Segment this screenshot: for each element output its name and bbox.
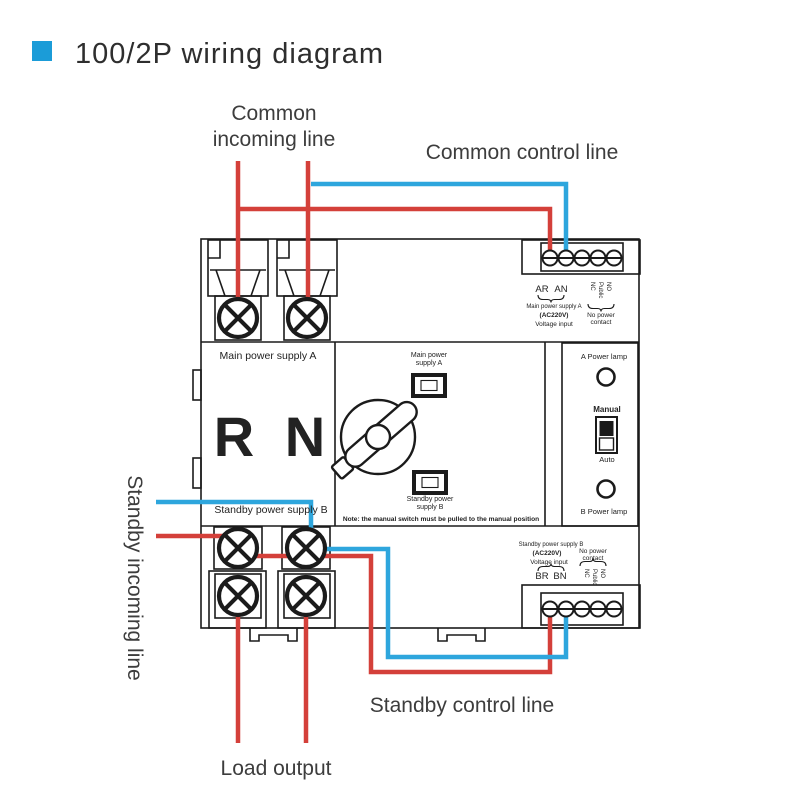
label-load-output: Load output — [221, 757, 332, 780]
left-tab-lower — [192, 457, 202, 489]
bottom-pin-br: BR — [535, 571, 548, 582]
bottom-terminal-desc-2: (AC220V) — [533, 550, 562, 557]
phase-letter-n: N — [285, 405, 325, 468]
top-terminal-desc-1: Main power supply A — [526, 304, 581, 310]
wire-common-control-red — [238, 206, 553, 254]
din-clip-left — [249, 628, 298, 642]
bottom-pin-bn: BN — [553, 571, 566, 582]
wire-common-control-blue — [311, 181, 569, 254]
b-power-lamp-label: B Power lamp — [581, 507, 628, 516]
label-standby-control-line: Standby control line — [370, 694, 554, 717]
small-screws-top — [541, 249, 623, 267]
rotary-switch-handle — [330, 398, 418, 480]
title-bullet-square — [32, 41, 52, 61]
label-common-incoming-line1: Common — [231, 102, 316, 125]
phase-letter-r: R — [214, 405, 254, 468]
indicator-bottom-label-1: Standby power — [407, 496, 454, 503]
indicator-windows — [411, 373, 448, 495]
right-panel-widgets — [595, 367, 618, 499]
screw-terminals — [216, 249, 623, 618]
bottom-terminal-desc-3: Voltage input — [530, 559, 568, 566]
top-contact-public: Public — [597, 282, 603, 298]
a-power-lamp — [596, 367, 616, 387]
page-title: 100/2P wiring diagram — [75, 38, 384, 70]
manual-auto-toggle — [595, 416, 618, 454]
top-contact-no: NO — [605, 282, 611, 291]
manual-switch-note: Note: the manual switch must be pulled t… — [343, 516, 539, 523]
toggle-knob — [599, 421, 614, 436]
auto-label: Auto — [599, 455, 614, 464]
din-clip-center — [437, 628, 486, 642]
indicator-window-bottom — [412, 470, 448, 495]
wire-standby-control-blue — [313, 546, 569, 660]
label-common-control-line: Common control line — [426, 141, 619, 164]
right-panel-frame — [561, 342, 639, 527]
indicator-bottom-label-2: supply B — [417, 504, 444, 511]
bottom-no-power-label-1: No power — [579, 548, 608, 555]
top-no-power-label-2: contact — [591, 319, 612, 326]
indicator-top-label-2: supply A — [416, 360, 443, 367]
wire-standby-control-red — [240, 553, 553, 675]
brace-ar-an — [537, 294, 565, 303]
label-common-incoming-line2: incoming line — [213, 128, 336, 151]
big-screws — [216, 296, 329, 618]
top-contact-nc: NC — [589, 282, 595, 291]
bottom-contact-public: Public — [591, 569, 597, 585]
brace-br-bn — [537, 563, 565, 572]
brace-bottom-contact — [579, 558, 607, 567]
top-pin-ar: AR — [535, 284, 548, 295]
device-body — [192, 238, 640, 642]
label-standby-incoming-line: Standby incoming line — [123, 475, 146, 680]
bottom-control-terminal-block — [521, 584, 641, 629]
indicator-top-label-1: Main power — [411, 352, 448, 359]
brace-top-contact — [587, 303, 615, 312]
small-screws-bottom — [541, 600, 623, 618]
top-no-power-label-1: No power — [587, 312, 616, 319]
bottom-terminal-desc-1: Standby power supply B — [519, 542, 584, 548]
wires — [156, 161, 569, 743]
a-power-lamp-label: A Power lamp — [581, 352, 627, 361]
standby-supply-section-label: Standby power supply B — [214, 504, 327, 516]
top-terminal-desc-2: (AC220V) — [540, 312, 569, 319]
b-power-lamp — [596, 479, 616, 499]
top-pin-an: AN — [554, 284, 567, 295]
manual-label: Manual — [593, 405, 621, 414]
top-terminal-desc-3: Voltage input — [535, 321, 573, 328]
label-braces — [537, 294, 615, 572]
bottom-contact-no: NO — [599, 569, 605, 578]
left-tab-upper — [192, 369, 202, 401]
top-control-terminal-block — [521, 239, 641, 275]
bottom-contact-nc: NC — [583, 569, 589, 578]
main-supply-section-label: Main power supply A — [220, 350, 317, 362]
indicator-window-top — [411, 373, 447, 398]
bottom-no-power-label-2: contact — [583, 555, 604, 562]
